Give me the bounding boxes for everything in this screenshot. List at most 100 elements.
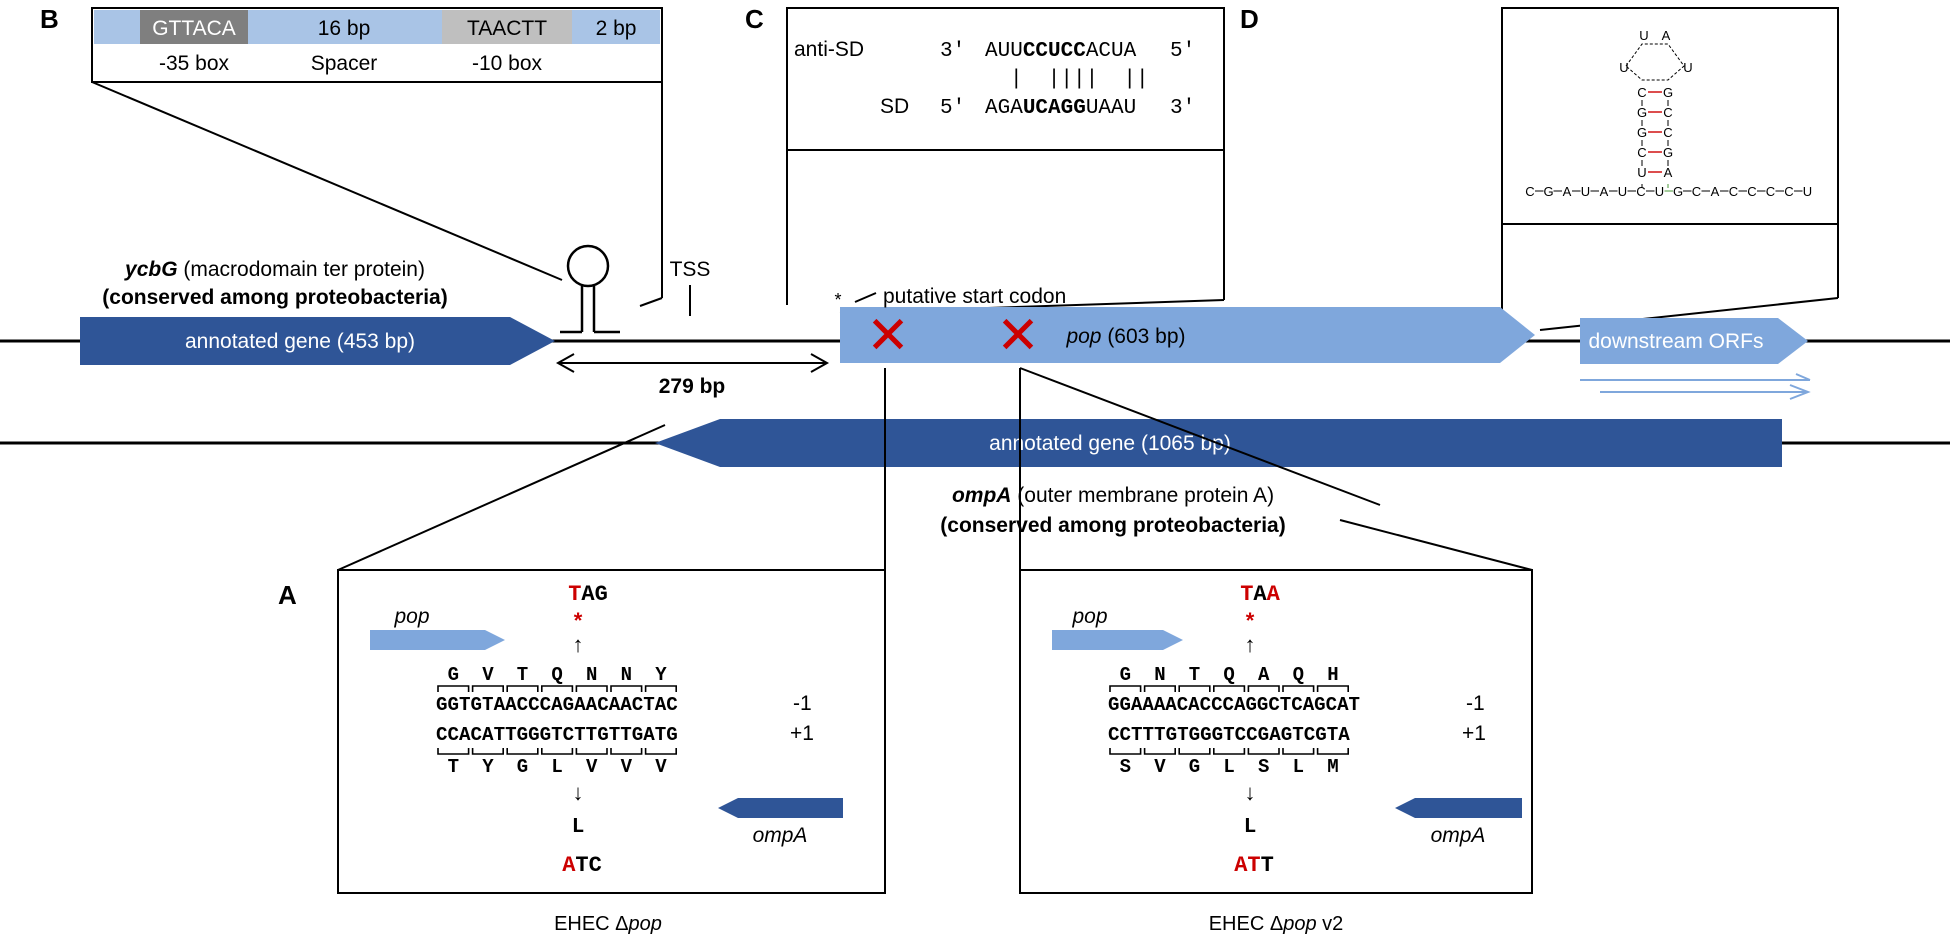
a-left-bottom-codon-bracket-6 [610, 748, 643, 755]
pop-name: pop [1065, 325, 1101, 348]
strand-base-15: C [1784, 184, 1793, 199]
a-right-top-aa-6: Q [1293, 664, 1304, 686]
a-right-bottom-codon-bracket-1 [1109, 748, 1142, 755]
a-right-top-codon-bracket-6 [1282, 685, 1315, 692]
a-left-aa-l: L [572, 816, 585, 839]
sd-5prime: 5′ [940, 97, 965, 120]
a-left-codon: ATC [562, 853, 602, 878]
a-left-bottom-codon-bracket-1 [437, 748, 470, 755]
sd-row: 5′ AGAUCAGGUAAU 3′ [940, 97, 1195, 120]
a-right-top-codon-bracket-3 [1178, 685, 1211, 692]
a-left-seq-minus: GGTGTAACCCAGAACAACTAC [436, 694, 678, 716]
distance-arrow-right [810, 353, 830, 373]
stem-right-base-1: G [1663, 85, 1673, 100]
strand-base-5: A [1600, 184, 1609, 199]
sd-box [786, 7, 1225, 151]
stem-right-base-5: A [1664, 165, 1673, 180]
a-right-bottom-aa-4: L [1223, 756, 1234, 778]
ycbg-name: ycbG [124, 258, 178, 281]
top-track: annotated gene (453 bp) ycbG (macrodomai… [0, 244, 1950, 400]
strand-base-6: U [1618, 184, 1627, 199]
a-right-bottom-codon-bracket-3 [1178, 748, 1211, 755]
a-right-top-aa-5: A [1258, 664, 1270, 686]
ompa-name: ompA [952, 484, 1012, 507]
ycbg-conserved: (conserved among proteobacteria) [102, 286, 447, 309]
stem-left-base-5: U [1637, 165, 1646, 180]
a-right-top-aa-3: T [1189, 664, 1200, 686]
anti-sd-seq-a: AUU [985, 40, 1023, 63]
a-right-stop-red2: A [1267, 582, 1281, 607]
a-right-bottom-aa-7: M [1327, 756, 1338, 778]
anti-sd-seq-c: ACUA [1086, 40, 1137, 63]
start-pointer [854, 292, 877, 303]
a-right-top-aa-2: N [1154, 664, 1165, 686]
a-left-top-aa-4: Q [551, 664, 562, 686]
a-left-bottom-aa-4: L [551, 756, 562, 778]
distance-label: 279 bp [659, 375, 726, 398]
terminator-hairpin-icon [566, 244, 610, 288]
a-left-zoom-left [337, 424, 666, 571]
stem-left-base-3: G [1637, 125, 1647, 140]
a-left-pop-arrow [370, 630, 505, 650]
stem-left-base-4: C [1637, 145, 1646, 160]
a-right-box [1019, 569, 1533, 894]
sd-seq-c: UAAU [1086, 97, 1136, 120]
a-left-caption: EHEC Δpop [554, 913, 662, 935]
a-left-bottom-codon-bracket-7 [644, 748, 677, 755]
a-left-top-aa-2: V [482, 664, 494, 686]
a-left-top-aa-6: N [621, 664, 632, 686]
a-right-seq-minus: GGAAAACACCCAGGCTCAGCAT [1108, 694, 1360, 716]
spacer-label: Spacer [311, 52, 378, 75]
anti-sd-row: 3′ AUUCCUCCACUA 5′ [940, 40, 1195, 63]
strand-base-9: G [1673, 184, 1683, 199]
zoom-line-left [91, 81, 563, 281]
a-right-caption: EHEC Δpop v2 [1209, 913, 1344, 935]
a-right-codon-red1: A [1234, 853, 1248, 878]
tail-length: 2 bp [596, 17, 637, 40]
a-right-top-codon-bracket-7 [1316, 685, 1349, 692]
ycbg-arrow [80, 317, 555, 365]
a-left-top-aa-3: T [517, 664, 528, 686]
a-left-bottom-aa-3: G [517, 756, 528, 778]
a-left-caption-pre: EHEC Δ [554, 913, 628, 935]
strand-base-14: C [1766, 184, 1775, 199]
a-right-down-arrow: ↓ [1245, 780, 1256, 805]
a-right-codon-red2: T [1247, 853, 1260, 878]
a-left-top-codon-bracket-1 [437, 685, 470, 692]
a-left-bottom-codon-bracket-5 [575, 748, 608, 755]
sd-seq-core: UCAGG [1023, 97, 1086, 120]
a-left-stop-red: T [568, 582, 581, 607]
a-right-top-codon-bracket-5 [1247, 685, 1280, 692]
a-right-bottom-aa-5: S [1258, 756, 1269, 778]
a-left-star: * [574, 608, 583, 633]
a-right-top-brackets [1109, 685, 1349, 692]
hairpin-loop [1625, 43, 1685, 81]
a-right-top-aa-1: G [1120, 664, 1131, 686]
a-left-top-brackets [437, 685, 677, 692]
a-right-bottom-codon-bracket-7 [1316, 748, 1349, 755]
ompa-desc: (outer membrane protein A) [1011, 484, 1274, 507]
a-right-ompa-arrow [1395, 798, 1522, 818]
a-right-bottom-aa-6: L [1293, 756, 1304, 778]
a-left-seq-plus: CCACATTGGGTCTTGTTGATG [436, 724, 678, 746]
a-right-seq-plus: CCTTTGTGGGTCCGAGTCGTA [1108, 724, 1350, 746]
a-left-bottom-brackets [437, 748, 677, 755]
ompa-title: ompA (outer membrane protein A) [952, 484, 1274, 507]
minus35-seq: GTTACA [152, 17, 236, 40]
panel-letter-b: B [40, 4, 59, 34]
ycbg-desc: (macrodomain ter protein) [178, 258, 425, 281]
a-right-codon-mid: T [1261, 853, 1274, 878]
a-left-frame-plus: +1 [790, 722, 814, 745]
pop-arrow-label: pop (603 bp) [1065, 325, 1185, 348]
ompa-arrow-label: annotated gene (1065 bp) [989, 432, 1231, 455]
a-left-top-codon-bracket-4 [541, 685, 574, 692]
zoom-line-foot [639, 297, 663, 307]
anti-sd-3prime: 3′ [940, 40, 965, 63]
a-left-bottom-aa-2: Y [482, 756, 494, 778]
strand-base-16: U [1803, 184, 1812, 199]
